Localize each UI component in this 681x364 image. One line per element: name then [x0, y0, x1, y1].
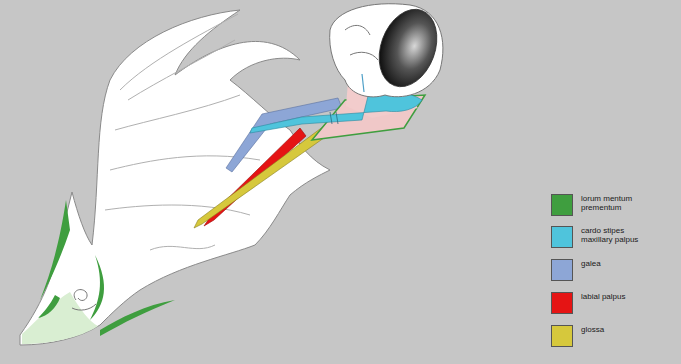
legend-swatch [551, 292, 573, 314]
legend-label: labial palpus [581, 292, 639, 301]
flower-outline [20, 10, 330, 345]
segment-marks [330, 112, 338, 124]
flower-veins [105, 14, 260, 250]
legend-swatch [551, 325, 573, 347]
antenna-base [345, 25, 378, 60]
flower-spiral [72, 290, 96, 311]
head-line [362, 74, 364, 92]
legend-swatch [551, 259, 573, 281]
compound-eye [369, 1, 447, 95]
legend-swatch [551, 226, 573, 248]
cardo-stipes [250, 92, 422, 133]
green-streaks [38, 200, 175, 336]
tip-region [22, 292, 98, 344]
legend-label: glossa [581, 325, 639, 334]
legend-label: galea [581, 259, 639, 268]
legend-label: lorum mentum prementum [581, 194, 639, 212]
legend-label: cardo stipes maxillary palpus [581, 226, 639, 244]
legend-swatch [551, 194, 573, 216]
